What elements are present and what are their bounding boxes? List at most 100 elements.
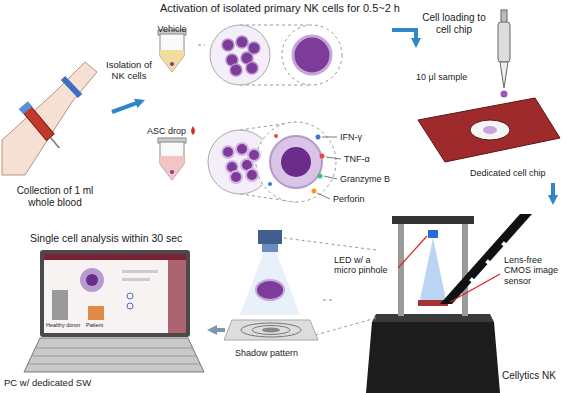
activated-cells-part-part bbox=[246, 169, 258, 181]
shadow-illustration-part bbox=[258, 230, 282, 244]
arm-illustration bbox=[2, 62, 97, 175]
arm-illustration-part bbox=[2, 62, 97, 175]
resting-cells-part-part bbox=[222, 39, 234, 51]
flow-arrow bbox=[392, 30, 416, 43]
activated-cells-part bbox=[312, 189, 317, 194]
asc-tube-part bbox=[160, 156, 184, 180]
shadow-illustration-part bbox=[240, 252, 300, 315]
activated-cells-part-part bbox=[236, 143, 248, 155]
activated-cells-part bbox=[324, 176, 337, 179]
stage-label: Collection of 1 ml whole blood bbox=[5, 185, 105, 208]
stage-label: 10 μl sample bbox=[416, 72, 467, 82]
cell-chip-part bbox=[483, 126, 497, 134]
vehicle-tube-part bbox=[160, 50, 184, 72]
stage-label: Lens-free CMOS image sensor bbox=[504, 255, 564, 286]
activated-cells-part bbox=[318, 174, 323, 179]
screen-label: Healthy donor bbox=[46, 322, 80, 328]
resting-cells-part-part bbox=[230, 64, 242, 76]
resting-cells-part-part bbox=[246, 62, 258, 74]
pipette-illustration-part bbox=[498, 22, 510, 62]
activated-cells-part-part bbox=[222, 146, 234, 158]
cell-chip-part bbox=[470, 120, 510, 140]
laptop-illustration-part bbox=[32, 356, 197, 357]
activated-cells-part bbox=[326, 157, 341, 159]
stage-label: Cellytics NK bbox=[502, 370, 556, 382]
cellytics-device-part bbox=[501, 241, 507, 247]
laptop-illustration-part bbox=[36, 348, 193, 349]
stage-label: Single cell analysis within 30 sec bbox=[30, 232, 182, 244]
activated-cells-part bbox=[317, 193, 330, 199]
cell-chip-part bbox=[418, 98, 560, 162]
screen-label: Patient bbox=[86, 322, 103, 328]
laptop-illustration-part bbox=[122, 270, 158, 273]
cellytics-device-part bbox=[469, 277, 475, 283]
blood-collection: Collection of 1 ml whole blood bbox=[2, 50, 112, 218]
shadow-illustration-part bbox=[241, 323, 301, 337]
activated-cells-part bbox=[320, 154, 325, 159]
activated-cells-part bbox=[274, 134, 278, 138]
cellytics-device-part bbox=[372, 314, 494, 322]
shadow-stage: Shadow pattern bbox=[225, 228, 320, 363]
stage-label: PC w/ dedicated SW bbox=[4, 378, 91, 389]
activated-cells-part-part bbox=[230, 171, 242, 183]
laptop-illustration-part bbox=[127, 293, 133, 299]
tube-group: VehicleASC drop bbox=[145, 20, 198, 180]
device-stage: LED w/ a micro pinhole Lens-free CMOS ima… bbox=[332, 205, 566, 393]
shadow-illustration-part bbox=[262, 328, 280, 333]
stage-label: IFN-γ bbox=[340, 132, 362, 142]
step-label: Cell loading to cell chip bbox=[422, 12, 486, 35]
arm-illustration-part-part bbox=[50, 137, 59, 148]
cellytics-device-part bbox=[366, 322, 500, 393]
step-label: Isolation of NK cells bbox=[100, 60, 158, 82]
shadow-illustration-part bbox=[252, 326, 290, 335]
laptop-illustration-part bbox=[88, 306, 104, 320]
pipette-illustration-part bbox=[500, 62, 508, 88]
cellytics-device-part bbox=[462, 222, 468, 316]
activated-cell-zoom: IFN-γTNF-αGranzyme BPerforin bbox=[205, 18, 392, 218]
activated-cells-part bbox=[270, 136, 322, 188]
activated-cells-part bbox=[222, 143, 260, 183]
cellytics-device bbox=[366, 214, 532, 393]
stage-label: ASC drop bbox=[147, 126, 193, 136]
activated-cells-part bbox=[268, 182, 272, 186]
activated-cells-part bbox=[281, 147, 311, 177]
pipette-illustration-part bbox=[501, 10, 507, 23]
cellytics-device-part bbox=[398, 236, 427, 268]
laptop-illustration-part bbox=[40, 250, 190, 337]
arm-illustration-part-part bbox=[19, 101, 33, 114]
resting-cells-part bbox=[282, 25, 342, 85]
cellytics-device-part bbox=[398, 222, 404, 316]
stage-label: Perforin bbox=[333, 194, 365, 204]
resting-cells-part bbox=[240, 25, 312, 26]
resting-cells-part bbox=[293, 36, 331, 74]
flow-arrow bbox=[320, 300, 332, 301]
laptop-illustration-part bbox=[24, 338, 204, 372]
stage-label: Shadow pattern bbox=[235, 348, 298, 358]
resting-cells-part-part bbox=[236, 36, 248, 48]
asc-tube-part bbox=[160, 142, 184, 180]
shadow-illustration-part bbox=[284, 238, 376, 250]
vehicle-tube bbox=[158, 30, 186, 72]
resting-cells-part bbox=[222, 36, 260, 76]
cellytics-device-part bbox=[485, 259, 491, 265]
stage-label: Granzyme B bbox=[340, 174, 390, 184]
stage-label: LED w/ a micro pinhole bbox=[334, 255, 394, 276]
figure-title: Activation of isolated primary NK cells … bbox=[160, 2, 400, 15]
shadow-illustration-part bbox=[262, 244, 278, 252]
shadow-illustration-part bbox=[256, 280, 284, 300]
vehicle-tube-part bbox=[170, 62, 174, 66]
resting-cells-part bbox=[240, 85, 312, 86]
arm-illustration-part bbox=[63, 78, 80, 96]
flow-arrow bbox=[112, 102, 140, 112]
laptop-illustration-part bbox=[80, 268, 104, 292]
laptop-illustration-part bbox=[52, 290, 68, 320]
cellytics-device-part bbox=[428, 230, 438, 238]
shadow-illustration-part bbox=[312, 318, 376, 336]
activated-cells-part bbox=[316, 135, 321, 140]
cellytics-device-part bbox=[450, 274, 500, 302]
laptop-illustration-part bbox=[168, 260, 186, 333]
laptop-illustration bbox=[24, 250, 204, 372]
laptop-illustration-part bbox=[127, 303, 133, 309]
